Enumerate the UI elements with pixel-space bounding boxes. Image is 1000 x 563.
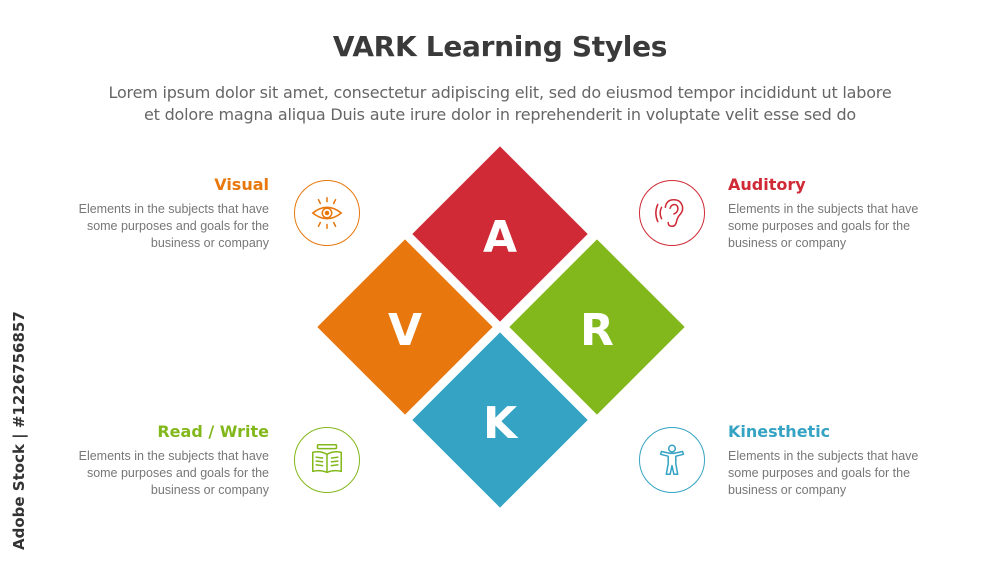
eye-icon — [311, 197, 343, 229]
visual-desc-line-2: some purposes and goals for the — [86, 219, 269, 233]
visual-desc-line-3: business or company — [150, 236, 269, 250]
kinesthetic-desc-line-2: some purposes and goals for the — [728, 466, 911, 480]
letter-v: V — [387, 305, 423, 356]
ear-icon — [655, 198, 684, 228]
visual-desc-line-1: Elements in the subjects that have — [78, 202, 269, 216]
letter-k: K — [482, 398, 518, 449]
kinesthetic-desc-line-3: business or company — [728, 483, 847, 497]
kinesthetic-icon-circle — [639, 427, 705, 493]
read-write-desc-line-3: business or company — [150, 483, 269, 497]
auditory-desc-line-3: business or company — [728, 236, 847, 250]
read-write-icon-circle — [294, 427, 360, 493]
read-write-description: Elements in the subjects that have some … — [49, 448, 269, 499]
read-write-heading: Read / Write — [157, 422, 269, 441]
auditory-desc-line-2: some purposes and goals for the — [728, 219, 911, 233]
letter-r: R — [580, 305, 614, 356]
visual-icon-circle — [294, 180, 360, 246]
page-title: VARK Learning Styles — [332, 30, 668, 63]
kinesthetic-heading: Kinesthetic — [728, 422, 831, 441]
subtitle-line-1: Lorem ipsum dolor sit amet, consectetur … — [108, 83, 892, 102]
book-icon — [311, 444, 343, 474]
read-write-desc-line-2: some purposes and goals for the — [86, 466, 269, 480]
auditory-icon-circle — [639, 180, 705, 246]
letter-a: A — [482, 212, 518, 263]
subtitle-line-2: et dolore magna aliqua Duis aute irure d… — [143, 105, 857, 124]
person-icon — [659, 444, 685, 476]
visual-description: Elements in the subjects that have some … — [49, 201, 269, 252]
kinesthetic-desc-line-1: Elements in the subjects that have — [728, 449, 919, 463]
auditory-description: Elements in the subjects that have some … — [728, 201, 948, 252]
auditory-desc-line-1: Elements in the subjects that have — [728, 202, 919, 216]
kinesthetic-description: Elements in the subjects that have some … — [728, 448, 948, 499]
watermark-container: Adobe Stock | #1226756857 — [8, 311, 32, 550]
visual-heading: Visual — [214, 175, 269, 194]
read-write-desc-line-1: Elements in the subjects that have — [78, 449, 269, 463]
auditory-heading: Auditory — [728, 175, 806, 194]
page-subtitle: Lorem ipsum dolor sit amet, consectetur … — [40, 82, 960, 126]
watermark-text: Adobe Stock | #1226756857 — [10, 311, 28, 550]
